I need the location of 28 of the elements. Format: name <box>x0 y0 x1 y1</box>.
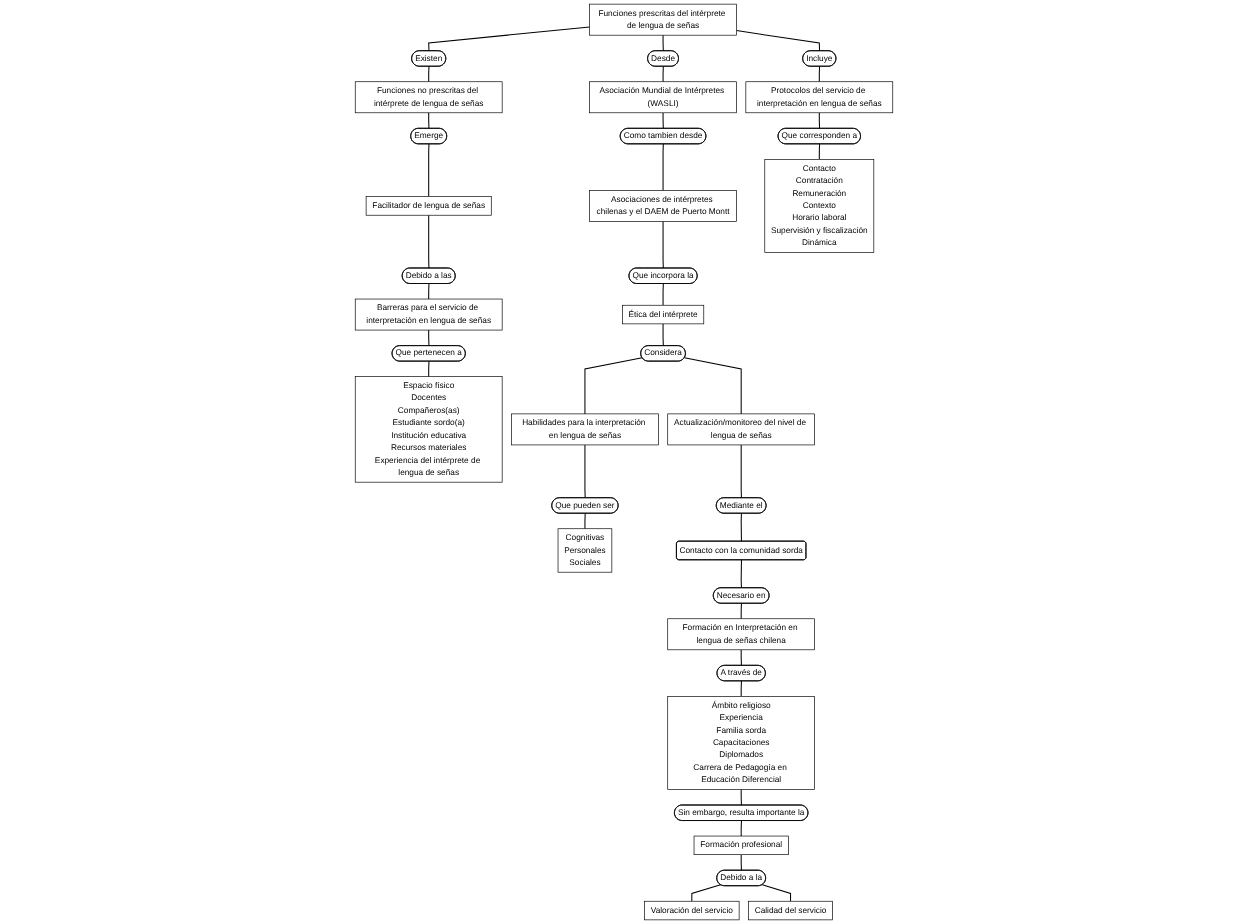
connector <box>428 26 591 52</box>
connector <box>584 444 586 499</box>
connector <box>740 512 742 542</box>
connector <box>691 884 722 902</box>
connector <box>662 34 664 52</box>
connector <box>662 143 664 191</box>
connector <box>428 214 430 269</box>
connector <box>740 854 742 871</box>
connector <box>662 112 664 130</box>
connector <box>662 323 664 347</box>
connector <box>818 143 821 160</box>
connector <box>428 143 430 198</box>
connector <box>428 65 430 83</box>
connector <box>740 444 742 499</box>
connector <box>662 65 664 83</box>
connector <box>740 680 742 697</box>
connector <box>428 360 430 378</box>
connector <box>662 283 664 306</box>
connector <box>736 30 821 52</box>
connector <box>428 329 430 347</box>
connector <box>761 884 792 902</box>
connector <box>818 112 821 130</box>
connector <box>584 512 586 530</box>
connector <box>740 649 742 667</box>
connector <box>428 283 430 300</box>
connector <box>428 112 430 130</box>
connector <box>662 220 664 269</box>
connector <box>740 559 742 589</box>
